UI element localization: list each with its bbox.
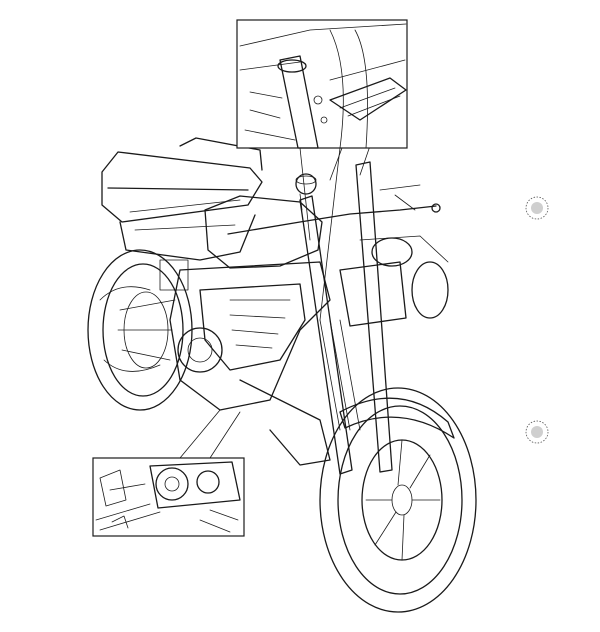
frame-and-engine [117, 259, 331, 466]
front-fork [227, 139, 441, 475]
lower-detail-inset [92, 457, 245, 537]
registration-mark-upper [525, 196, 549, 220]
headlight-assembly [319, 235, 449, 431]
front-wheel [319, 387, 477, 613]
upper-detail-inset [236, 19, 408, 149]
callout-leaders [179, 147, 341, 459]
fuel-tank [204, 173, 323, 269]
registration-mark-lower [525, 420, 549, 444]
seat-and-tail [101, 137, 263, 261]
